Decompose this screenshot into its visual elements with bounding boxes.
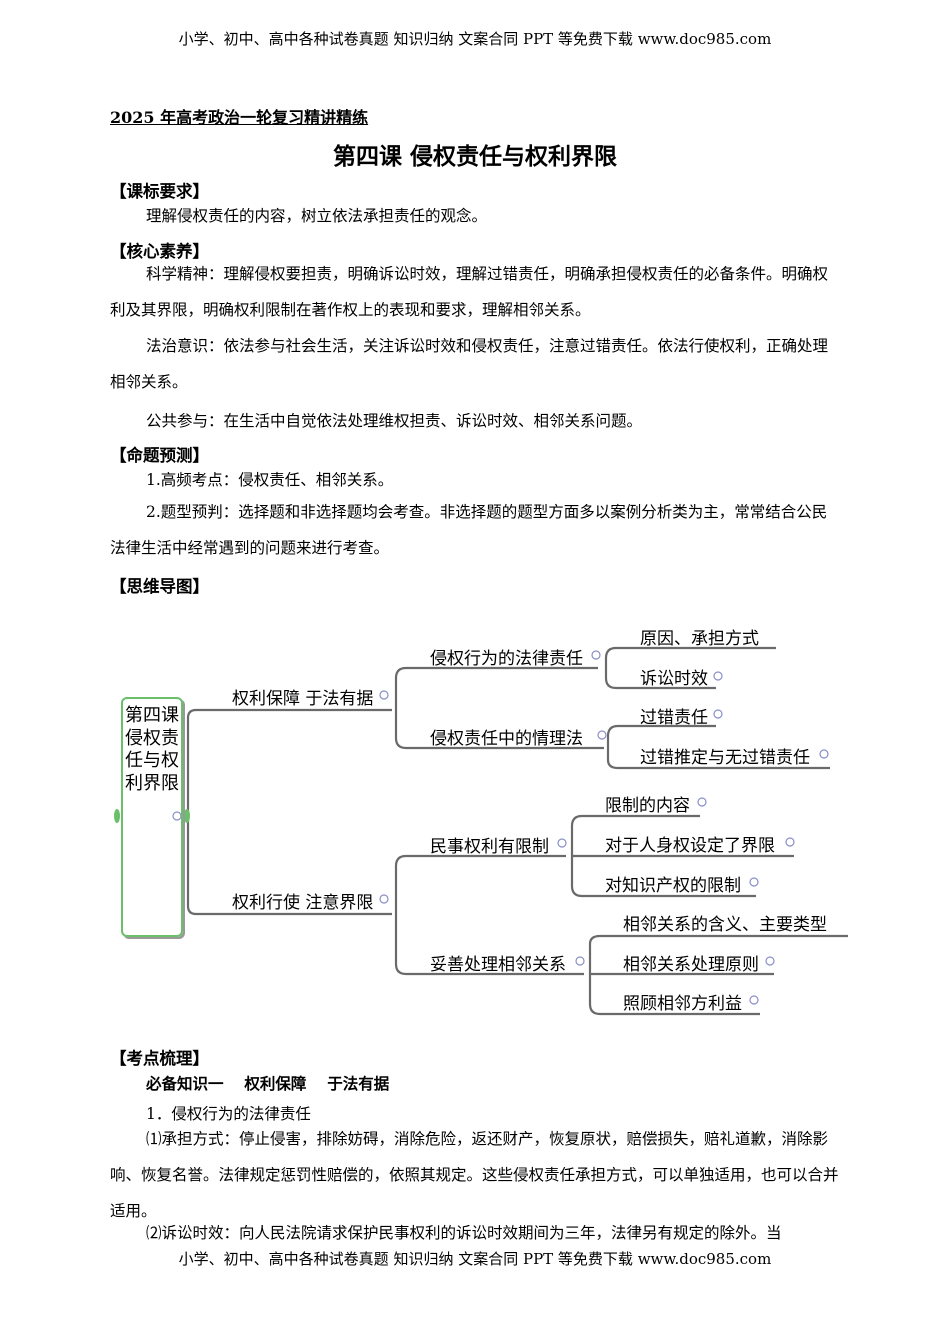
collapse-icon-l4 — [819, 749, 829, 759]
connector-b1-2 — [394, 710, 604, 750]
shuli-bold-line: 必备知识一 权利保障 于法有据 — [146, 1074, 390, 1093]
section-heading-daotu: 【思维导图】 — [110, 577, 209, 596]
collapse-icon-b1-2 — [597, 730, 607, 740]
mindmap-root: 第四课 侵权责任与权利界限 — [121, 697, 183, 937]
collapse-icon-l2 — [713, 671, 723, 681]
mindmap-root-label: 第四课 侵权责任与权利界限 — [125, 705, 179, 794]
shuli-paragraph-1: ⑴承担方式：停止侵害，排除妨碍，消除危险，返还财产，恢复原状，赔偿损失，赔礼道歉… — [110, 1130, 839, 1220]
mindmap-leaf-l2: 诉讼时效 — [640, 669, 708, 689]
section-heading-yuce: 【命题预测】 — [110, 446, 209, 465]
document-subtitle: 2025 年高考政治一轮复习精讲精练 — [110, 108, 369, 127]
collapse-icon-b1 — [379, 690, 389, 700]
kebiao-paragraph: 理解侵权责任的内容，树立依法承担责任的观念。 — [146, 207, 488, 225]
suyang-paragraph-2: 法治意识：依法参与社会生活，关注诉讼时效和侵权责任，注意过错责任。依法行使权利，… — [110, 337, 829, 391]
connector-l10 — [588, 974, 760, 1016]
root-left-handle-icon — [114, 809, 120, 823]
connector-l4 — [606, 748, 830, 770]
collapse-icon-l6 — [785, 837, 795, 847]
collapse-icon-l10 — [749, 995, 759, 1005]
mindmap-branch-b2: 权利行使 注意界限 — [232, 893, 374, 913]
collapse-icon-l5 — [697, 797, 707, 807]
collapse-icon-b2 — [379, 894, 389, 904]
connector-b2 — [186, 816, 392, 916]
mindmap-leaf-l10: 照顾相邻方利益 — [623, 994, 742, 1014]
mindmap-leaf-l1: 原因、承担方式 — [640, 629, 759, 649]
mindmap-leaf-l7: 对知识产权的限制 — [605, 876, 741, 896]
collapse-icon-b2-1 — [557, 838, 567, 848]
mindmap-branch-b1: 权利保障 于法有据 — [232, 689, 374, 709]
connector-b2-2 — [394, 914, 584, 976]
root-right-handle-icon — [184, 809, 190, 823]
collapse-icon-b1-1 — [591, 650, 601, 660]
mindmap-leaf-l8: 相邻关系的含义、主要类型 — [623, 915, 827, 935]
suyang-paragraph-3: 公共参与：在生活中自觉依法处理维权担责、诉讼时效、相邻关系问题。 — [146, 412, 643, 430]
yuce-paragraph-2: 2.题型预判：选择题和非选择题均会考查。非选择题的题型方面多以案例分析类为主，常… — [110, 503, 828, 557]
page-header: 小学、初中、高中各种试卷真题 知识归纳 文案合同 PPT 等免费下载 www.d… — [178, 30, 772, 48]
section-heading-shuli: 【考点梳理】 — [110, 1049, 209, 1068]
collapse-icon-l9 — [765, 956, 775, 966]
mindmap-leaf-l5: 限制的内容 — [605, 796, 690, 816]
mindmap-node-b2-1: 民事权利有限制 — [430, 837, 549, 857]
yuce-paragraph-1: 1.高频考点：侵权责任、相邻关系。 — [146, 471, 394, 489]
section-heading-kebiao: 【课标要求】 — [110, 182, 209, 201]
collapse-icon-l7 — [749, 877, 759, 887]
connector-l7 — [570, 856, 756, 898]
mindmap-leaf-l3: 过错责任 — [640, 708, 708, 728]
connector-l8 — [588, 934, 848, 974]
mindmap-node-b1-1: 侵权行为的法律责任 — [430, 649, 583, 669]
mindmap-leaf-l6: 对于人身权设定了界限 — [605, 836, 775, 856]
connector-b1-1 — [394, 666, 598, 710]
mindmap-node-b2-2: 妥善处理相邻关系 — [430, 955, 566, 975]
mindmap-node-b1-2: 侵权责任中的情理法 — [430, 729, 583, 749]
shuli-item-1: 1．侵权行为的法律责任 — [146, 1105, 311, 1123]
connector-b1 — [186, 708, 392, 816]
suyang-paragraph-1: 科学精神：理解侵权要担责，明确诉讼时效，理解过错责任，明确承担侵权责任的必备条件… — [110, 265, 829, 319]
document-title: 第四课 侵权责任与权利界限 — [332, 144, 617, 170]
page-footer: 小学、初中、高中各种试卷真题 知识归纳 文案合同 PPT 等免费下载 www.d… — [178, 1250, 772, 1268]
mindmap-leaf-l4: 过错推定与无过错责任 — [640, 748, 810, 768]
connector-l5 — [570, 814, 700, 856]
mindmap-leaf-l9: 相邻关系处理原则 — [623, 955, 759, 975]
collapse-icon-l3 — [713, 709, 723, 719]
connector-l3 — [606, 724, 716, 748]
collapse-icon-b2-2 — [575, 956, 585, 966]
connector-l2 — [604, 668, 716, 690]
section-heading-suyang: 【核心素养】 — [110, 242, 209, 261]
shuli-paragraph-2: ⑵诉讼时效：向人民法院请求保护民事权利的诉讼时效期间为三年，法律另有规定的除外。… — [146, 1224, 782, 1242]
connector-l1 — [604, 646, 776, 668]
connector-b2-1 — [394, 854, 566, 914]
